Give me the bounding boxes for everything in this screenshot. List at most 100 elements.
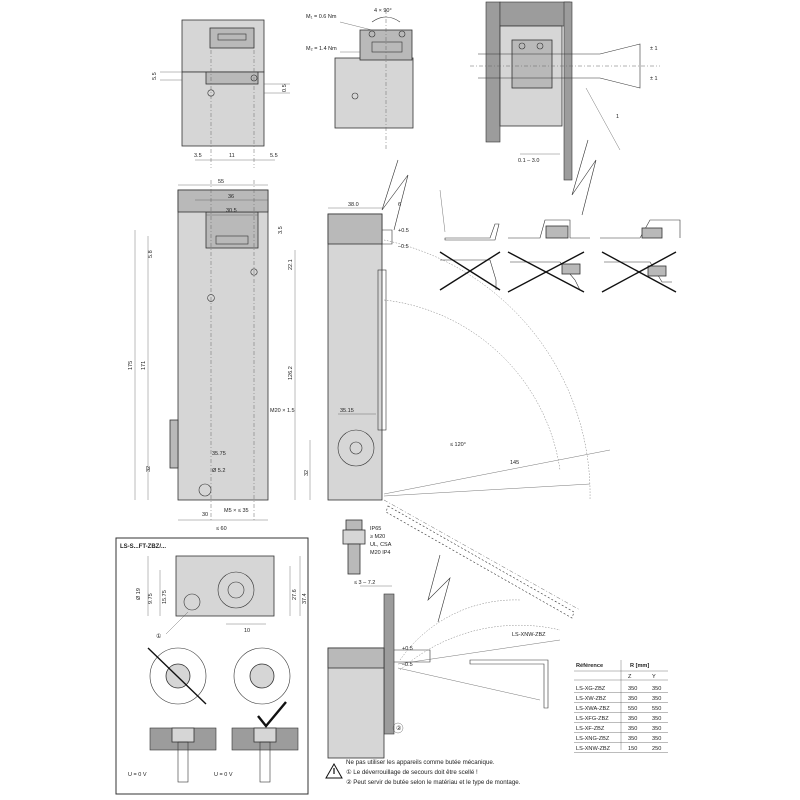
actuator-correct [508,219,590,239]
dim-label: 1 [616,114,619,120]
detail-shaft [177,741,189,783]
dim-label: 11 [229,153,235,159]
dim-label: M5 × ≤ 35 [224,508,249,514]
dim-label: 55 [218,179,224,185]
dim-label: 9.75 [148,593,154,604]
detail-seal [171,727,195,743]
callout-2: ② [396,725,402,732]
radius-line [383,449,611,495]
actuator-block [545,225,569,239]
break-line [427,554,451,623]
dim-label: 22.1 [288,259,294,270]
dim-label: Ø 5.2 [212,468,225,474]
gland-note: M20 IP4 [370,550,390,556]
screw-hole [351,92,359,100]
swing-arc [383,299,561,471]
door-frame [499,1,571,27]
knob-center [349,441,363,455]
dim-label: 175 [128,361,134,370]
dim-label: 3.5 [194,153,202,159]
table-cell-reference: LS-XNG-ZBZ [576,736,610,742]
dim-label: 36 [228,194,234,200]
swing-arc [399,599,521,661]
table-header: R [mm] [630,663,649,669]
callout-1: ① [156,633,161,640]
swing-arc [399,624,561,671]
voltage-label: U = 0 V [214,772,233,778]
side-view: 38.0 6 +0.5 –0.5 35.15 32 ≤ 120° 145 [304,139,611,619]
gland-note: UL, CSA [370,542,392,548]
actuator-block [561,263,581,275]
checkmark-icon [257,701,287,728]
actuator-housing [511,39,553,89]
dim-label: 5.5 [270,153,278,159]
table-cell-radius: 350 [628,686,637,692]
conduit-entry [169,419,179,469]
head-screw [368,30,376,38]
actuator-block [647,265,667,277]
gland-thread [347,543,361,575]
dim-label: 30.5 [226,208,237,214]
table-cell-radius: 350 [628,696,637,702]
head-slot [371,41,403,53]
head-body [334,57,414,129]
gland-body [342,529,366,545]
detail-shaft [259,741,271,783]
dim-label: 38.0 [348,202,359,208]
head-step [205,71,259,85]
dim-label: 5.8 [148,250,154,258]
dim-label: 30 [202,512,208,518]
swing-arc [383,239,591,501]
inset-body [175,555,275,617]
dim-label: 0.1 – 3.0 [518,158,539,164]
dim-label: –0.5 [402,662,413,668]
top-view: 5.5 0.5 3.5 11 5.5 [152,19,290,168]
table-cell-radius: 150 [628,746,637,752]
cross-mark [601,251,677,293]
head-cap [177,189,269,213]
table-subheader: Z [628,674,632,680]
wall [383,593,395,735]
gland-note: ≥ M20 [370,534,385,540]
actuator-tongue [478,43,641,89]
switch-side [327,213,383,501]
cross-mark [147,647,207,705]
cable-gland: IP65 ≥ M20 UL, CSA M20 IP4 [342,519,392,575]
table-cell-radius: 250 [652,746,661,752]
table-cell-radius: 350 [652,696,661,702]
head-screw [398,30,406,38]
open-door [383,499,581,611]
dim-label: Ø 19 [136,588,142,600]
table-cell-radius: 350 [628,726,637,732]
radius-line [383,483,591,497]
table-cell-radius: 350 [628,716,637,722]
dim-label: ± 1 [650,46,658,52]
dim-label: 3.5 [278,226,284,234]
leader [439,189,446,233]
head [205,211,259,249]
notes: Ne pas utiliser les appareils comme buté… [325,759,521,786]
dim-label: 35.75 [212,451,226,457]
callout-circle [392,722,404,734]
door-wall [485,1,501,143]
dim-label: 32 [146,466,152,472]
dim-label: +0.5 [402,646,413,652]
part-ref: LS-XNW-ZBZ [512,632,546,638]
leader [165,611,189,635]
gland-nut [345,519,363,531]
note-line: Ne pas utiliser les appareils comme buté… [346,759,495,766]
dim-label: ± 1 [650,76,658,82]
dim-label: 10 [244,628,250,634]
table-cell-reference: LS-XNW-ZBZ [576,746,611,752]
dim-label: –0.5 [398,244,409,250]
screw [518,42,526,50]
cross-mark [439,251,501,291]
table-header: Référence [576,663,603,669]
slot [215,235,249,245]
table-cell-reference: LS-XG-ZBZ [576,686,606,692]
actuator-wrong [440,259,497,290]
dim-label: 6 [398,202,401,208]
